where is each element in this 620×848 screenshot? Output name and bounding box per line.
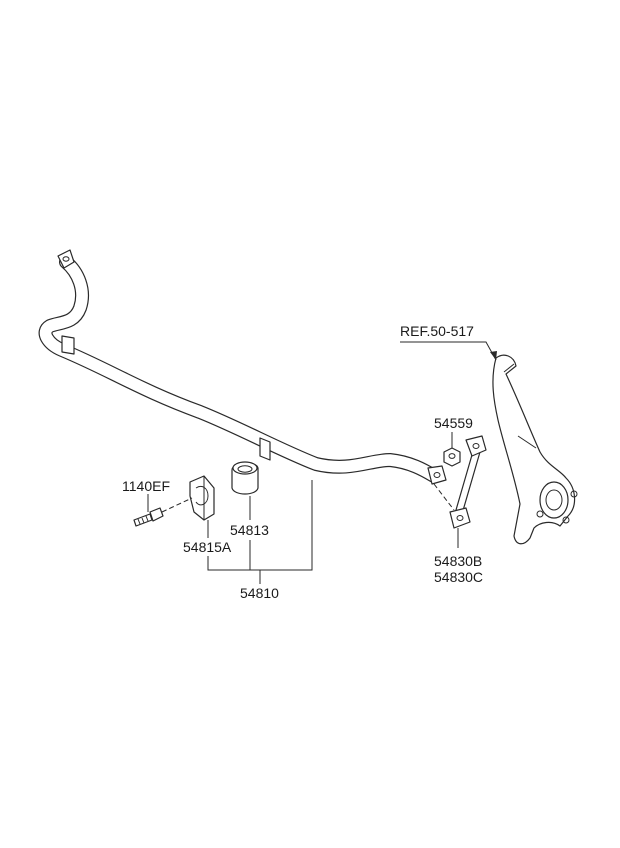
part-54815a-label: 54815A [183, 539, 232, 555]
bushing-part [231, 461, 259, 495]
nut-part [443, 447, 461, 467]
part-54830b-label: 54830B [434, 553, 482, 569]
bushing-bracket-part [189, 475, 215, 521]
part-54810-label: 54810 [240, 585, 279, 601]
bolt-part [133, 507, 164, 527]
part-1140ef-label: 1140EF [122, 478, 170, 494]
ref-label: REF.50-517 [400, 323, 474, 339]
part-54559-label: 54559 [434, 415, 473, 431]
steering-knuckle [492, 354, 578, 545]
part-54830c-label: 54830C [434, 569, 483, 585]
link-axis-line [433, 483, 455, 511]
bolt-axis-line [161, 497, 193, 513]
ref-leader [400, 341, 497, 361]
part-54813-label: 54813 [230, 522, 269, 538]
stabilizer-bar [38, 249, 447, 485]
stabilizer-link-part [449, 435, 487, 529]
ref-arrowhead [490, 351, 497, 360]
